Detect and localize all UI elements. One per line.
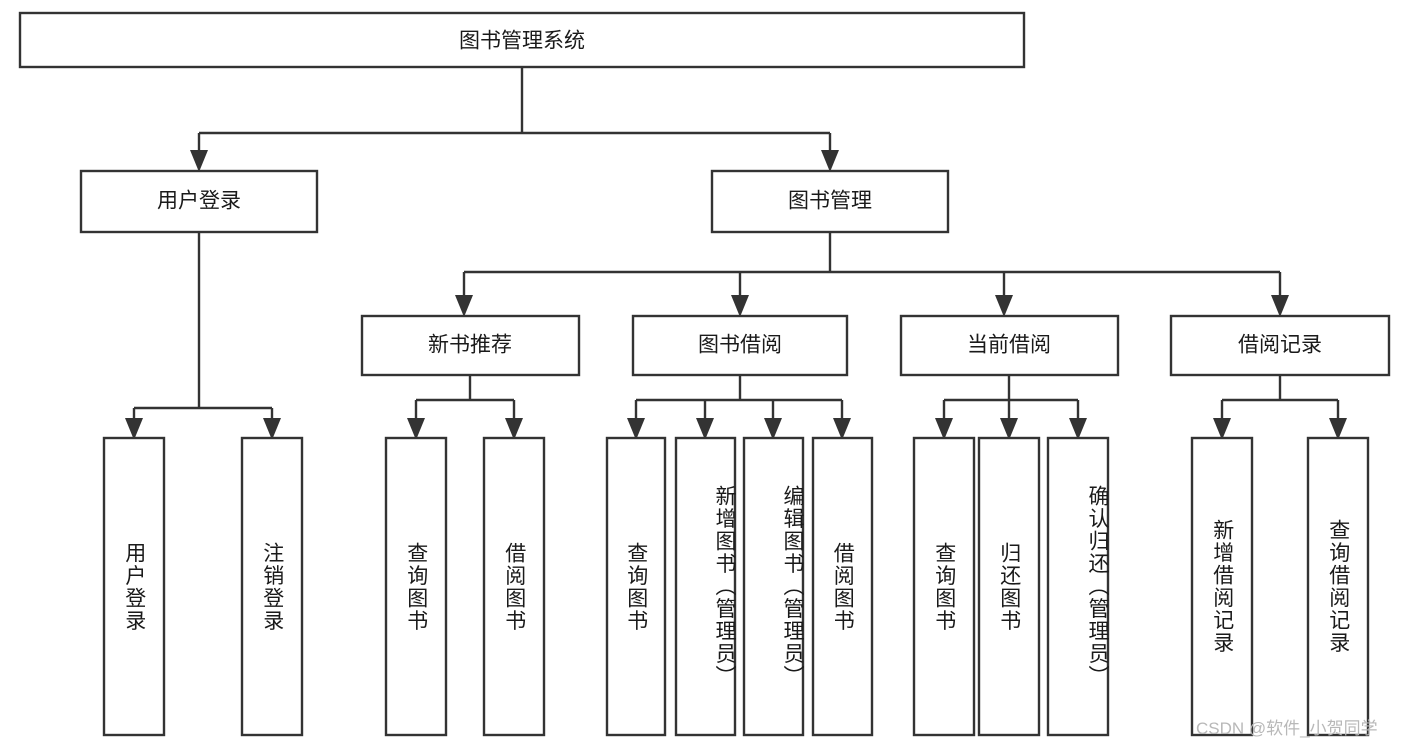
node-leaf-add-borrow-record[interactable] [1190, 436, 1254, 737]
arrow-icon-newbook-leaf-2 [505, 418, 523, 440]
node-leaf-newbook-borrow-book[interactable] [482, 436, 546, 737]
node-leaf-bookborrow-query-book[interactable] [605, 436, 667, 737]
node-leaf-bookborrow-add-book[interactable] [674, 436, 737, 737]
node-borrow-record-label: 借阅记录 [1238, 334, 1322, 357]
arrow-icon-newbook-leaf-1 [407, 418, 425, 440]
node-leaf-currentborrow-confirm-return[interactable] [1046, 436, 1110, 737]
node-leaf-bookborrow-borrow-book[interactable] [811, 436, 874, 737]
node-root-label: 图书管理系统 [459, 30, 585, 53]
node-user-login-label: 用户登录 [157, 190, 241, 213]
node-leaf-currentborrow-return-book[interactable] [977, 436, 1041, 737]
arrow-icon-to-book-borrow [731, 295, 749, 317]
arrow-icon-userlogin-leaf-2 [263, 418, 281, 440]
node-leaf-bookborrow-edit-book[interactable] [742, 436, 805, 737]
node-leaf-logout-login[interactable] [240, 436, 304, 737]
nodes-group: 图书管理系统 用户登录 图书管理 新书推荐 图书借阅 当前借阅 借阅记录 [18, 11, 1391, 737]
arrow-icon-borrowrecord-leaf-2 [1329, 418, 1347, 440]
arrow-icon-to-user-login [190, 150, 208, 172]
arrow-icon-bookborrow-leaf-1 [627, 418, 645, 440]
arrow-icon-bookborrow-leaf-4 [833, 418, 851, 440]
arrow-icon-to-book-manage [821, 150, 839, 172]
node-new-book-recommend[interactable] [360, 314, 581, 377]
node-borrow-record[interactable] [1169, 314, 1391, 377]
node-root-book-management-system[interactable] [18, 11, 1026, 69]
node-leaf-user-login[interactable] [102, 436, 166, 737]
node-book-management[interactable] [710, 169, 950, 234]
node-book-management-label: 图书管理 [788, 190, 872, 213]
arrow-icon-currentborrow-leaf-2 [1000, 418, 1018, 440]
arrowheads-group [125, 150, 1347, 440]
arrow-icon-userlogin-leaf-1 [125, 418, 143, 440]
arrow-icon-currentborrow-leaf-1 [935, 418, 953, 440]
arrow-icon-borrowrecord-leaf-1 [1213, 418, 1231, 440]
node-leaf-currentborrow-query-book[interactable] [912, 436, 976, 737]
node-user-login[interactable] [79, 169, 319, 234]
node-current-borrow-label: 当前借阅 [967, 334, 1051, 357]
node-new-book-recommend-label: 新书推荐 [428, 334, 512, 357]
arrow-icon-to-new-book [455, 295, 473, 317]
node-current-borrow[interactable] [899, 314, 1120, 377]
node-book-borrow[interactable] [631, 314, 849, 377]
arrow-icon-to-current-borrow [995, 295, 1013, 317]
arrow-icon-bookborrow-leaf-2 [696, 418, 714, 440]
node-leaf-newbook-query-book[interactable] [384, 436, 448, 737]
arrow-icon-currentborrow-leaf-3 [1069, 418, 1087, 440]
node-leaf-query-borrow-record[interactable] [1306, 436, 1370, 737]
node-book-borrow-label: 图书借阅 [698, 334, 782, 357]
arrow-icon-to-borrow-record [1271, 295, 1289, 317]
csdn-watermark: CSDN @软件_小贺同学 [1196, 719, 1378, 738]
arrow-icon-bookborrow-leaf-3 [764, 418, 782, 440]
